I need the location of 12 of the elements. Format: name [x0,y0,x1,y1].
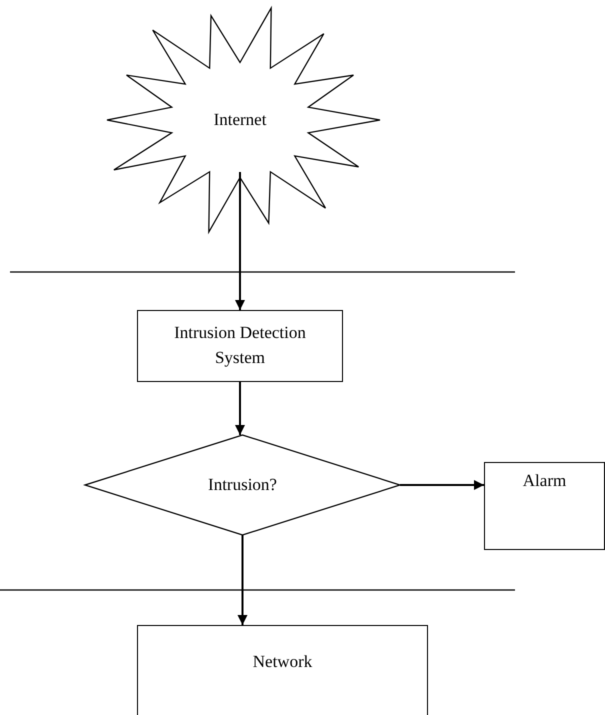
process-box [484,462,605,550]
node-label: Intrusion Detection System [173,322,307,369]
node-label: Network [252,651,312,673]
process-box [137,310,343,382]
process-box [137,625,428,715]
node-label: Intrusion? [208,474,277,496]
arrow [238,535,248,625]
node-label: Internet [214,108,266,131]
node-label: Alarm [522,470,566,492]
decision-diamond [85,435,400,535]
arrow [235,382,245,435]
arrow [400,480,484,490]
